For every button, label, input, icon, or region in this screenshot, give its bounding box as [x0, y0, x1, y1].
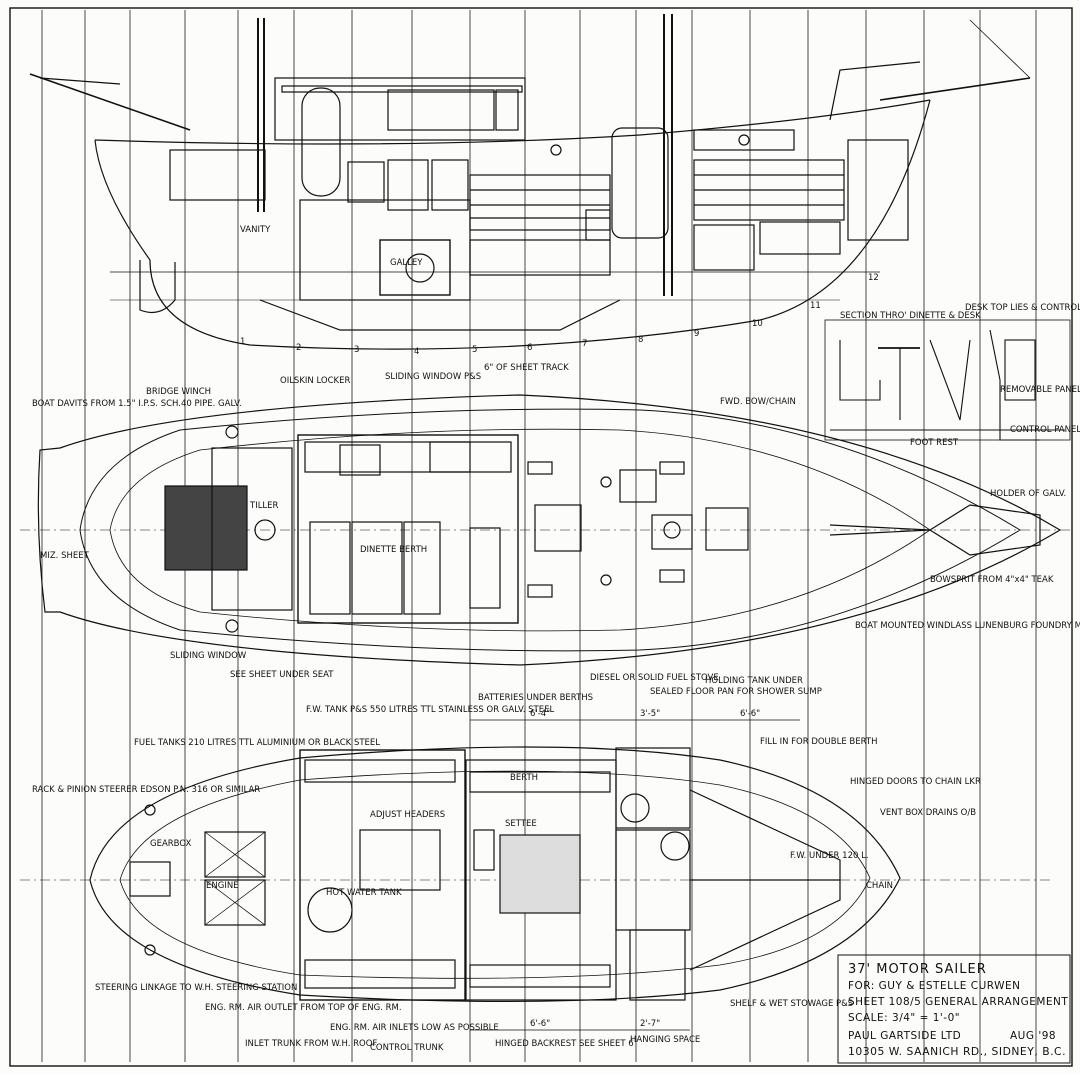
- note-boat-windlass: BOAT MOUNTED WINDLASS LUNENBURG FOUNDRY …: [855, 621, 1080, 631]
- station-numbers: 1 2 3 4 5 6 7 8 9 10 11 12: [240, 273, 879, 357]
- note-fuel-tanks: FUEL TANKS 210 LITRES TTL ALUMINIUM OR B…: [134, 738, 380, 748]
- note-engine: ENGINE: [206, 881, 239, 891]
- note-hot-water: HOT WATER TANK: [326, 888, 402, 898]
- dimension-lines: [470, 719, 800, 1031]
- station-number: 12: [868, 273, 879, 283]
- station-number: 7: [582, 339, 587, 349]
- note-bridge-winch: BRIDGE WINCH: [146, 387, 211, 397]
- note-gearbox: GEARBOX: [150, 839, 192, 849]
- note-steering: STEERING LINKAGE TO W.H. STEERING STATIO…: [95, 983, 297, 993]
- section-detail: [824, 319, 1071, 441]
- note-hinged-doors: HINGED DOORS TO CHAIN LKR: [850, 777, 981, 787]
- note-fuel-fill: 6" OF SHEET TRACK: [484, 363, 569, 373]
- note-sliding-window-bottom: SLIDING WINDOW: [170, 651, 247, 661]
- station-number: 3: [354, 345, 359, 355]
- drawing-notes: BOAT DAVITS FROM 1.5" I.P.S. SCH.40 PIPE…: [32, 225, 1080, 1053]
- note-inlet-trunk: INLET TRUNK FROM W.H. ROOF: [245, 1039, 377, 1049]
- station-number: 1: [240, 337, 245, 347]
- note-section-dinette: SECTION THRO' DINETTE & DESK: [840, 311, 981, 321]
- note-shelf: SHELF & WET STOWAGE P&S: [730, 999, 853, 1009]
- title-text: 37' MOTOR SAILER: [848, 962, 987, 977]
- note-dinette: DINETTE BERTH: [360, 545, 427, 555]
- station-number: 6: [527, 343, 532, 353]
- note-diesel-fuel: DIESEL OR SOLID FUEL STOVE: [590, 673, 719, 683]
- dim-3: 6'-6": [740, 709, 760, 719]
- sheet-text: SHEET 108/5 GENERAL ARRANGEMENT: [848, 996, 1068, 1008]
- note-settee: SETTEE: [505, 819, 537, 829]
- note-galley: GALLEY: [390, 258, 423, 268]
- date-text: AUG '98: [1010, 1030, 1056, 1042]
- note-bowsprit: BOWSPRIT FROM 4"x4" TEAK: [930, 575, 1054, 585]
- deck-plan-view: [20, 394, 1070, 666]
- note-mizzen-sheet: MIZ. SHEET: [40, 551, 90, 561]
- note-control-panel: CONTROL PANEL: [1010, 425, 1080, 435]
- sheet-border: [9, 7, 1073, 1067]
- note-chain: CHAIN: [866, 881, 893, 891]
- note-batteries: BATTERIES UNDER BERTHS: [478, 693, 593, 703]
- note-holder-galv: HOLDER OF GALV.: [990, 489, 1066, 499]
- station-number: 8: [638, 335, 643, 345]
- note-fw-tank: F.W. TANK P&S 550 LITRES TTL STAINLESS O…: [306, 705, 554, 715]
- note-hinged-backrest: HINGED BACKREST SEE SHEET 6: [495, 1039, 634, 1049]
- note-sliding-window-top: SLIDING WINDOW P&S: [385, 372, 481, 382]
- note-engine-outlet: ENG. RM. AIR OUTLET FROM TOP OF ENG. RM.: [205, 1003, 402, 1013]
- accommodation-plan-view: [20, 746, 1050, 1003]
- dim-2: 3'-5": [640, 709, 660, 719]
- note-fw-under: F.W. UNDER 120 L.: [790, 851, 869, 861]
- dim-5: 2'-7": [640, 1019, 660, 1029]
- dim-1: 6'-4": [530, 709, 550, 719]
- note-desk-controls: DESK TOP LIES & CONTROLS: [965, 303, 1080, 313]
- profile-view: [29, 14, 1031, 350]
- note-fill-double: FILL IN FOR DOUBLE BERTH: [760, 737, 878, 747]
- cockpit-grating: [164, 485, 248, 571]
- title-block: 37' MOTOR SAILER FOR: GUY & ESTELLE CURW…: [837, 954, 1071, 1064]
- note-eng-inlets: ENG. RM. AIR INLETS LOW AS POSSIBLE: [330, 1023, 499, 1033]
- note-adjust-headers: ADJUST HEADERS: [370, 810, 445, 820]
- dim-4: 6'-6": [530, 1019, 550, 1029]
- note-oilskin-locker: OILSKIN LOCKER: [280, 376, 350, 386]
- note-boat-davits: BOAT DAVITS FROM 1.5" I.P.S. SCH.40 PIPE…: [32, 399, 242, 409]
- note-sealed-floor: SEALED FLOOR PAN FOR SHOWER SUMP: [650, 687, 822, 697]
- note-hanging-space: HANGING SPACE: [630, 1035, 700, 1045]
- station-number: 11: [810, 301, 821, 311]
- station-number: 10: [752, 319, 763, 329]
- note-tiller: TILLER: [249, 501, 279, 511]
- address-text: 10305 W. SAANICH RD., SIDNEY, B.C.: [848, 1046, 1066, 1058]
- station-number: 2: [296, 343, 301, 353]
- scale-text: SCALE: 3/4" = 1'-0": [848, 1012, 960, 1024]
- note-see-sheet: SEE SHEET UNDER SEAT: [230, 670, 334, 680]
- station-number: 5: [472, 345, 477, 355]
- note-rack-pinion: RACK & PINION STEERER EDSON P.N. 316 OR …: [32, 785, 260, 795]
- client-text: FOR: GUY & ESTELLE CURWEN: [848, 980, 1021, 992]
- station-number: 4: [414, 347, 419, 357]
- note-holding-tank: HOLDING TANK UNDER: [705, 676, 803, 686]
- station-number: 9: [694, 329, 699, 339]
- note-fwd-bow: FWD. BOW/CHAIN: [720, 397, 796, 407]
- note-vent-box: VENT BOX DRAINS O/B: [880, 808, 976, 818]
- note-removable: REMOVABLE PANELS FOR ACCESS: [1000, 385, 1080, 395]
- note-foot-rest: FOOT REST: [910, 438, 959, 448]
- designer-text: PAUL GARTSIDE LTD: [848, 1030, 961, 1042]
- note-vanity: VANITY: [240, 225, 271, 235]
- note-berth: BERTH: [510, 773, 538, 783]
- note-control-trunk: CONTROL TRUNK: [370, 1043, 444, 1053]
